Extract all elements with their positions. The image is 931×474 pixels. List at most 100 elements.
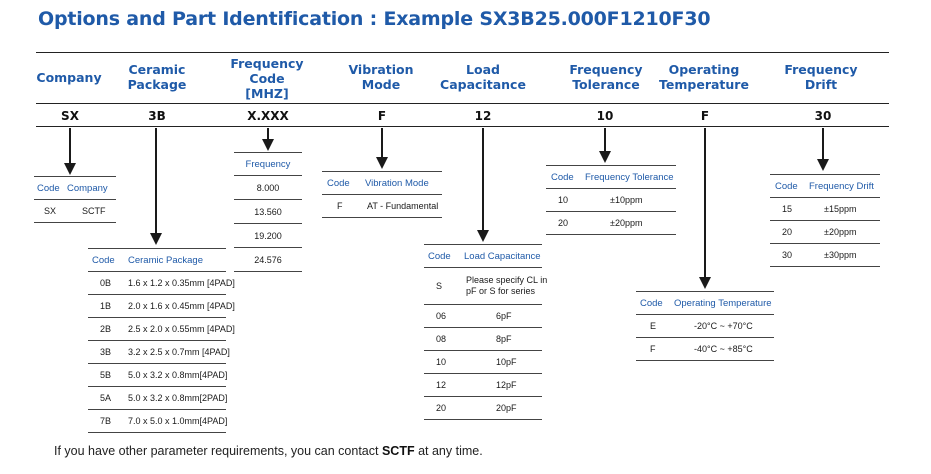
code-package: 3B <box>148 109 166 123</box>
table-row: 13.560 <box>234 200 302 224</box>
header-load-line1: Load <box>466 62 500 77</box>
drift-value: ±30ppm <box>824 250 857 260</box>
frequency-table: Frequency 8.000 13.560 19.200 24.576 <box>234 152 302 272</box>
load-code: 12 <box>436 380 447 390</box>
code-tolerance: 10 <box>596 109 614 123</box>
load-table-h-load: Load Capacitance <box>464 250 541 262</box>
header-top-rule <box>36 52 889 53</box>
header-drift-line1: Frequency <box>784 62 858 77</box>
table-row: E-20°C ~ +70°C <box>636 315 774 338</box>
header-drift-line2: Drift <box>804 77 838 92</box>
tolerance-table-h-code: Code <box>551 171 574 183</box>
table-row: 06 6pF <box>424 305 542 328</box>
arrow-tolerance-line <box>604 128 606 152</box>
package-code: 7B <box>100 416 112 426</box>
drift-value: ±15ppm <box>824 204 857 214</box>
vibration-mode-table: Code Vibration Mode F AT - Fundamental <box>322 171 442 218</box>
package-code: 0B <box>100 278 112 288</box>
header-load-line2: Capacitance <box>440 77 526 92</box>
arrow-drift-line <box>822 128 824 160</box>
temperature-table-header: Code Operating Temperature <box>636 291 774 315</box>
arrow-company-head <box>64 163 76 175</box>
load-code: 10 <box>436 357 447 367</box>
drift-code: 15 <box>782 204 793 214</box>
tolerance-value: ±20ppm <box>610 218 643 228</box>
drift-code: 30 <box>782 250 793 260</box>
header-load-capacitance: Load Capacitance <box>438 62 528 92</box>
table-row: 7B 7.0 x 5.0 x 1.0mm[4PAD] <box>88 410 228 433</box>
table-row: 24.576 <box>234 248 302 272</box>
temperature-code: F <box>650 344 656 354</box>
arrow-package-head <box>150 233 162 245</box>
company-table-header: Code Company <box>34 176 116 200</box>
header-temp-line2: Temperature <box>659 77 749 92</box>
table-row: 10±10ppm <box>546 189 676 212</box>
package-table-h-package: Ceramic Package <box>128 254 203 266</box>
arrow-frequency-line <box>267 128 269 140</box>
load-code: 20 <box>436 403 447 413</box>
code-frequency: X.XXX <box>247 109 289 123</box>
table-row: 08 8pF <box>424 328 542 351</box>
tolerance-code: 20 <box>558 218 569 228</box>
company-table: Code Company SX SCTF <box>34 176 116 223</box>
package-value: 5.0 x 3.2 x 0.8mm[4PAD] <box>128 370 228 380</box>
operating-temperature-table: Code Operating Temperature E-20°C ~ +70°… <box>636 291 774 361</box>
frequency-table-header: Frequency <box>234 152 302 176</box>
drift-table-header: Code Frequency Drift <box>770 174 880 198</box>
temperature-table-h-temp: Operating Temperature <box>674 297 772 309</box>
load-code: 06 <box>436 311 447 321</box>
load-value: 20pF <box>496 403 517 413</box>
footer-text-before: If you have other parameter requirements… <box>54 444 382 458</box>
header-vib-line2: Mode <box>361 77 401 92</box>
header-package-line2: Package <box>127 77 187 92</box>
package-value: 7.0 x 5.0 x 1.0mm[4PAD] <box>128 416 228 426</box>
arrow-company-line <box>69 128 71 164</box>
drift-code: 20 <box>782 227 793 237</box>
temperature-table-h-code: Code <box>640 297 663 309</box>
footer-note: If you have other parameter requirements… <box>54 444 483 458</box>
table-row: 19.200 <box>234 224 302 248</box>
arrow-load-line <box>482 128 484 231</box>
load-s-line2: pF or S for series <box>466 286 536 296</box>
tolerance-table-h-tol: Frequency Tolerance <box>585 171 674 183</box>
package-code: 1B <box>100 301 112 311</box>
table-row: S Please specify CL in pF or S for serie… <box>424 268 547 305</box>
load-s-line1: Please specify CL in <box>466 275 548 285</box>
package-code: 2B <box>100 324 112 334</box>
code-load: 12 <box>474 109 492 123</box>
footer-text-after: at any time. <box>414 444 483 458</box>
header-ceramic-package: Ceramic Package <box>118 62 196 92</box>
table-row: 30 ±30ppm <box>770 244 880 267</box>
code-vibration: F <box>377 109 387 123</box>
drift-table-h-drift: Frequency Drift <box>809 180 874 192</box>
package-value: 2.5 x 2.0 x 0.55mm [4PAD] <box>128 324 235 334</box>
temperature-value: -20°C ~ +70°C <box>694 321 753 331</box>
load-value: 6pF <box>496 311 512 321</box>
package-table-header: Code Ceramic Package <box>88 248 226 272</box>
code-temperature: F <box>700 109 710 123</box>
header-frequency-code: Frequency Code [MHZ] <box>226 56 308 101</box>
header-tol-line1: Frequency <box>569 62 643 77</box>
arrow-package-line <box>155 128 157 234</box>
header-freq-line3: [MHZ] <box>245 86 289 101</box>
table-row: 2B 2.5 x 2.0 x 0.55mm [4PAD] <box>88 318 235 341</box>
header-tol-line2: Tolerance <box>572 77 640 92</box>
load-code: S <box>436 281 443 291</box>
arrow-temperature-line <box>704 128 706 278</box>
vibration-table-h-mode: Vibration Mode <box>365 177 429 189</box>
header-freq-line2: Code <box>249 71 285 86</box>
arrow-vibration-head <box>376 157 388 169</box>
load-value: 8pF <box>496 334 512 344</box>
tolerance-code: 10 <box>558 195 569 205</box>
table-row: SX SCTF <box>34 200 116 223</box>
package-value: 3.2 x 2.5 x 0.7mm [4PAD] <box>128 347 230 357</box>
header-company: Company <box>36 70 102 85</box>
header-vib-line1: Vibration <box>348 62 414 77</box>
table-row: 20±20ppm <box>770 221 880 244</box>
load-code: 08 <box>436 334 447 344</box>
